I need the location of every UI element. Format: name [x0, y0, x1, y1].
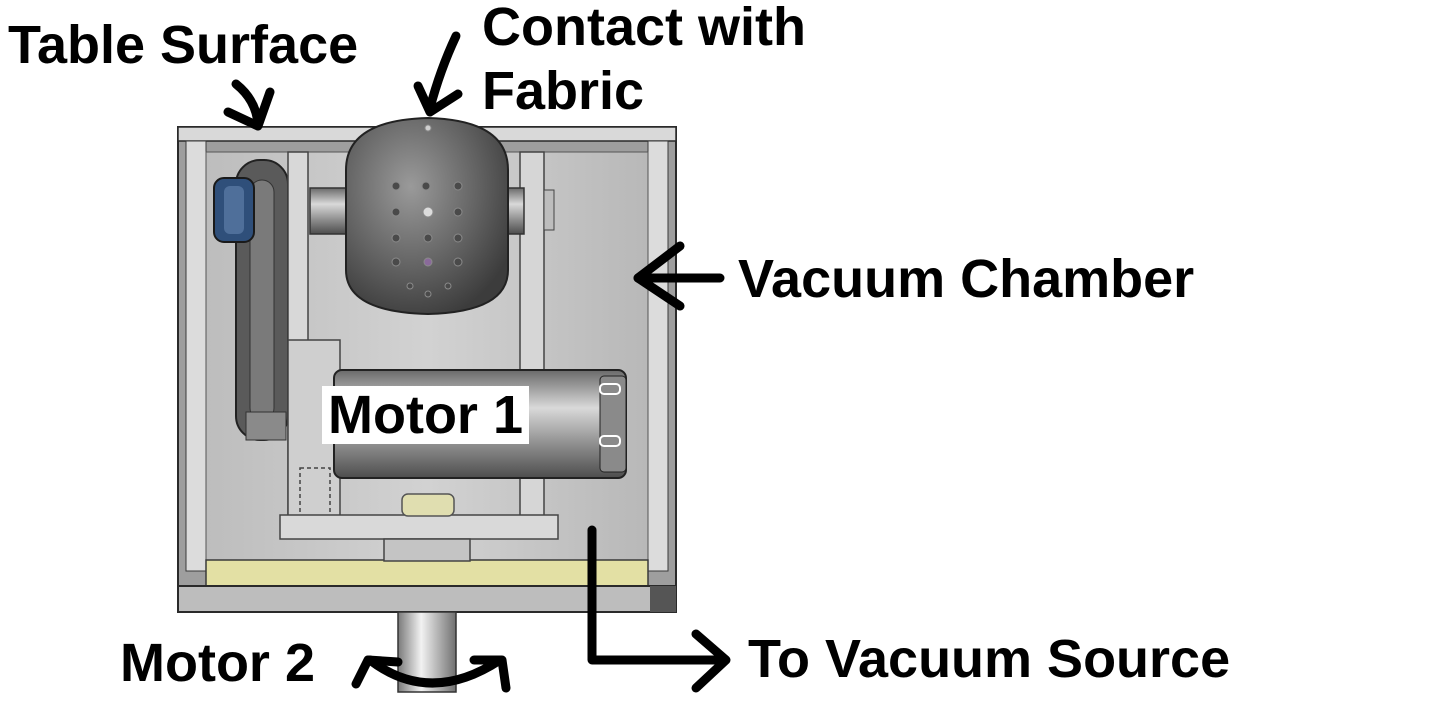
vacuum-source-arrow — [587, 525, 727, 665]
label-contact-line2: Fabric — [482, 61, 645, 121]
contact-drum — [309, 116, 525, 316]
label-to-vacuum-source: To Vacuum Source — [748, 629, 1231, 689]
label-contact-line1: Contact with — [482, 0, 806, 57]
label-motor-2: Motor 2 — [120, 633, 315, 693]
label-table-surface: Table Surface — [8, 15, 359, 75]
annotation-arrows — [223, 31, 731, 693]
contact-arrow — [425, 31, 461, 113]
belt-drive — [213, 159, 289, 441]
drum-holes — [391, 124, 463, 298]
support-frame — [279, 151, 559, 562]
label-motor-1: Motor 1 — [322, 386, 529, 444]
label-vacuum-chamber: Vacuum Chamber — [738, 249, 1195, 309]
curved-double-arrow-icon — [365, 655, 505, 688]
